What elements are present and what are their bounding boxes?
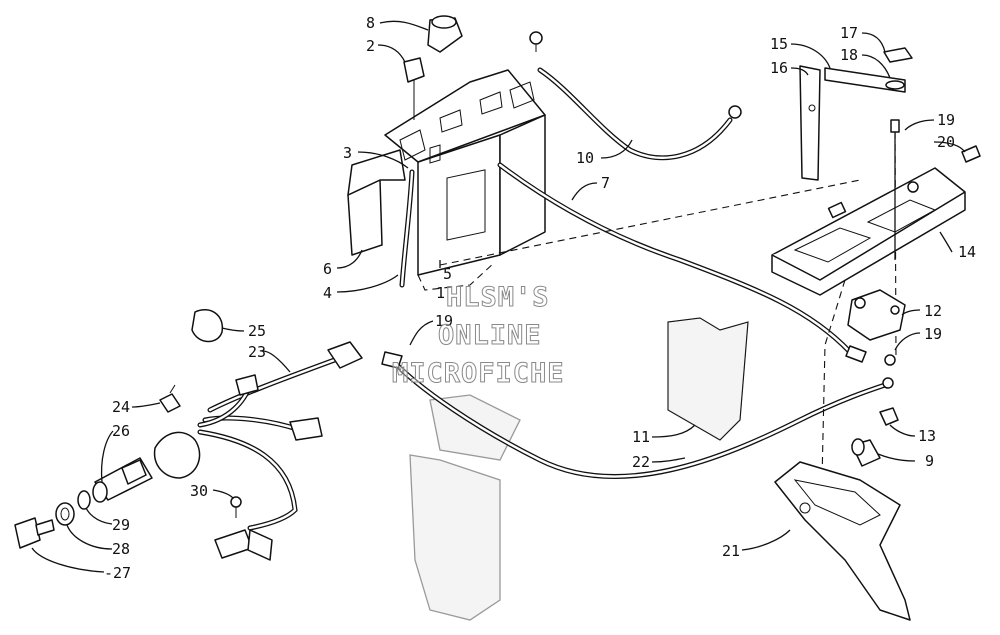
tray-screw — [961, 145, 981, 163]
battery — [384, 69, 546, 291]
callout-22: 22 — [632, 453, 650, 471]
background-chassis — [409, 317, 749, 621]
terminal-boot — [851, 438, 881, 467]
watermark-line-3: MICROFICHE — [392, 358, 565, 389]
callout-24: 24 — [112, 398, 130, 416]
callout-8: 8 — [366, 14, 375, 32]
watermark-line-1: HLSM'S — [446, 282, 550, 313]
callout-2: 2 — [366, 37, 375, 55]
mounting-bracket — [774, 461, 911, 621]
callout-19-top: 19 — [937, 111, 955, 129]
callout-11: 11 — [632, 428, 650, 446]
callout-26: 26 — [112, 422, 130, 440]
ignition-switch — [92, 431, 201, 503]
callout-16: 16 — [770, 59, 788, 77]
callout-30: 30 — [190, 482, 208, 500]
starter-solenoid — [847, 289, 906, 341]
battery-cable-7 — [497, 162, 867, 363]
callout-labels: 8 2 3 6 4 5 1 10 7 15 16 17 18 19 20 14 … — [104, 14, 976, 582]
callout-1: 1 — [436, 284, 445, 302]
solenoid-screw — [884, 354, 896, 366]
battery-cable-10 — [537, 67, 742, 161]
callout-25: 25 — [248, 322, 266, 340]
hold-down-rod — [890, 119, 900, 260]
callout-5: 5 — [443, 265, 452, 283]
callout-19-left: 19 — [435, 312, 453, 330]
callout-20: 20 — [937, 133, 955, 151]
battery-bracket — [347, 149, 406, 256]
callout-19-right: 19 — [924, 325, 942, 343]
wing-nut — [883, 47, 913, 63]
callout-12: 12 — [924, 302, 942, 320]
callout-18: 18 — [840, 46, 858, 64]
callout-9: 9 — [925, 452, 934, 470]
hex-nut — [879, 407, 899, 426]
callout-23: 23 — [248, 343, 266, 361]
switch-washer — [77, 490, 91, 510]
callout-15: 15 — [770, 35, 788, 53]
callout-27: -27 — [104, 564, 131, 582]
clip-ring — [191, 309, 224, 343]
battery-tray — [771, 167, 966, 296]
callout-17: 17 — [840, 24, 858, 42]
callout-6: 6 — [323, 260, 332, 278]
callout-21: 21 — [722, 542, 740, 560]
fuse — [159, 384, 181, 413]
callout-10: 10 — [576, 149, 594, 167]
callout-3: 3 — [343, 144, 352, 162]
harness-screw — [230, 496, 242, 518]
callout-4: 4 — [323, 284, 332, 302]
terminal-cap — [427, 15, 463, 53]
leader-lines — [31, 20, 966, 573]
callout-13: 13 — [918, 427, 936, 445]
ignition-key — [14, 517, 55, 549]
ground-cable-22 — [381, 351, 894, 480]
small-screw — [529, 31, 543, 52]
hold-down-strap — [799, 65, 821, 181]
callout-7: 7 — [601, 174, 610, 192]
washer — [885, 80, 905, 90]
callout-28: 28 — [112, 540, 130, 558]
watermark: HLSM'S ONLINE MICROFICHE — [392, 282, 565, 390]
callout-29: 29 — [112, 516, 130, 534]
switch-nut — [55, 502, 75, 526]
hold-down-bar — [824, 67, 906, 93]
terminal-bolt — [403, 57, 425, 120]
wiring-harness — [197, 341, 363, 561]
alignment-line — [821, 279, 846, 481]
watermark-line-2: ONLINE — [438, 320, 542, 351]
callout-14: 14 — [958, 243, 976, 261]
